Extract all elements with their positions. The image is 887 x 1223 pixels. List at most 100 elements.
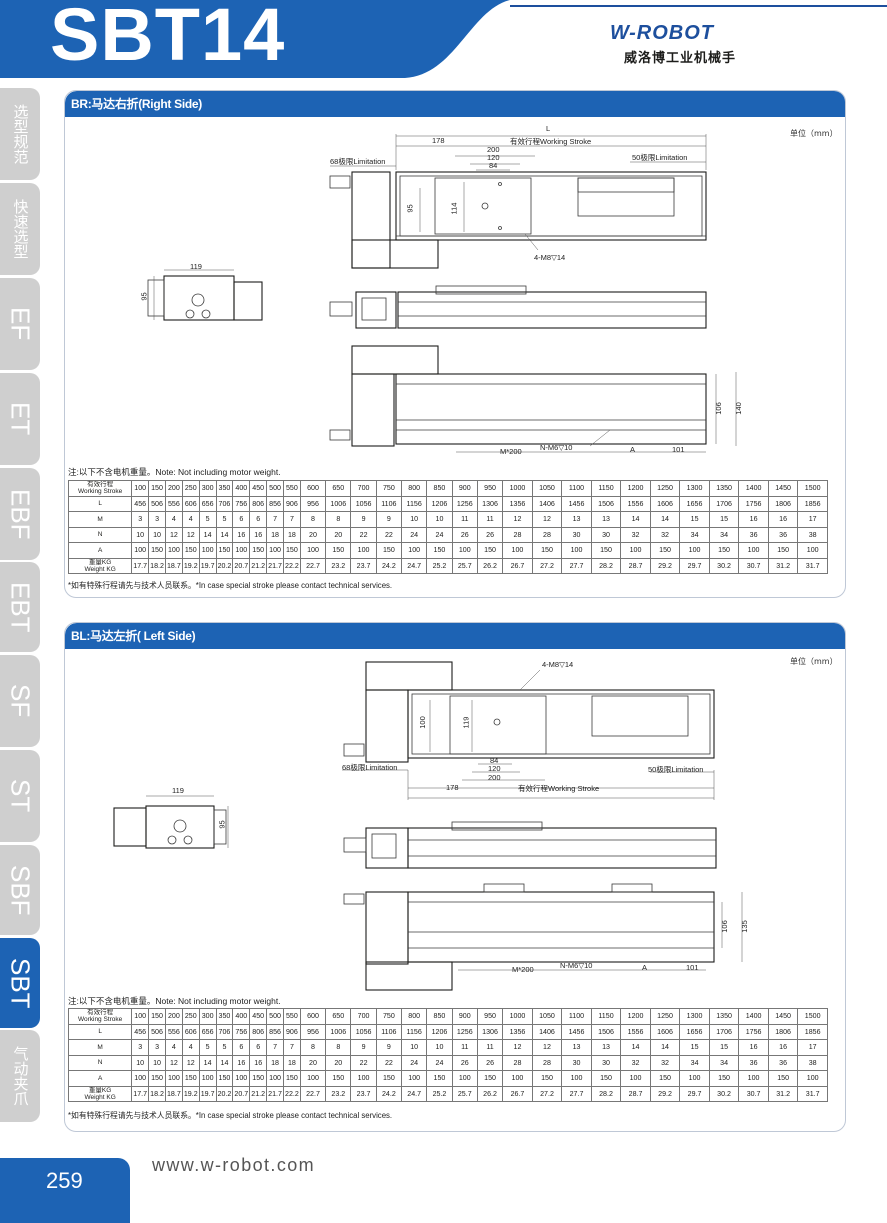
table-cell: 100 bbox=[401, 1070, 428, 1087]
sidebar-tab-4[interactable]: EBF bbox=[0, 468, 40, 560]
table-cell: 150 bbox=[590, 542, 622, 559]
table-cell: 34 bbox=[708, 526, 740, 543]
table-cell: 1006 bbox=[325, 495, 352, 512]
table-cell: 100 bbox=[620, 1070, 651, 1087]
table-cell: 3 bbox=[148, 1039, 166, 1056]
table-cell: 656 bbox=[198, 495, 217, 512]
sidebar-tab-5[interactable]: EBT bbox=[0, 562, 40, 652]
table-cell: 100 bbox=[232, 1070, 251, 1087]
table-cell: 1400 bbox=[738, 480, 769, 497]
table-cell: 100 bbox=[401, 542, 428, 559]
table-cell: 100 bbox=[131, 1008, 150, 1025]
sidebar-tab-10[interactable]: 气动夹爪 bbox=[0, 1030, 40, 1122]
table-cell: 5 bbox=[198, 1039, 217, 1056]
table-cell: 24.7 bbox=[401, 557, 428, 574]
table-cell: 16 bbox=[232, 526, 251, 543]
table-cell: 100 bbox=[198, 542, 217, 559]
table-cell: 550 bbox=[282, 480, 301, 497]
sidebar-tab-3[interactable]: ET bbox=[0, 373, 40, 465]
table-cell: 28.7 bbox=[620, 557, 651, 574]
table-cell: 18 bbox=[266, 526, 284, 543]
table-cell: 100 bbox=[797, 542, 828, 559]
table-cell: 1350 bbox=[708, 1008, 740, 1025]
dim-95b-label: 95 bbox=[139, 292, 149, 301]
table-cell: 14 bbox=[198, 1054, 217, 1071]
sidebar-tab-7[interactable]: ST bbox=[0, 750, 40, 842]
unit-label: 单位（mm） bbox=[790, 657, 838, 666]
sidebar-tab-9[interactable]: SBT bbox=[0, 938, 40, 1028]
table-cell: 23.7 bbox=[350, 1085, 377, 1102]
table-cell: 26 bbox=[451, 526, 478, 543]
m-pitch-label: M*200 bbox=[500, 447, 522, 456]
table-cell: 1206 bbox=[426, 495, 453, 512]
table-cell: 12 bbox=[164, 526, 183, 543]
table-cell: 30 bbox=[590, 1054, 622, 1071]
table-cell: 20 bbox=[325, 526, 352, 543]
table-cell: 23.2 bbox=[325, 557, 352, 574]
table-cell: 10 bbox=[131, 526, 150, 543]
sidebar-tab-0[interactable]: 选型规范 bbox=[0, 88, 40, 180]
limit-68-label: 68极限Limitation bbox=[342, 763, 398, 772]
dim-101-label: 101 bbox=[672, 445, 685, 454]
sidebar-tab-label: EBT bbox=[5, 581, 36, 633]
sidebar-tab-2[interactable]: EF bbox=[0, 278, 40, 370]
table-cell: 29.7 bbox=[679, 1085, 710, 1102]
table-cell: 600 bbox=[299, 480, 327, 497]
table-cell: 350 bbox=[215, 1008, 234, 1025]
table-cell: 16 bbox=[767, 1039, 799, 1056]
table-cell: 150 bbox=[282, 1070, 301, 1087]
sidebar-tab-6[interactable]: SF bbox=[0, 655, 40, 747]
table-cell: 6 bbox=[249, 1039, 268, 1056]
table-cell: 600 bbox=[299, 1008, 327, 1025]
table-cell: 1300 bbox=[679, 1008, 710, 1025]
table-cell: 1306 bbox=[476, 495, 504, 512]
table-cell: 28.2 bbox=[590, 1085, 622, 1102]
table-cell: 750 bbox=[375, 480, 403, 497]
table-cell: 800 bbox=[401, 480, 428, 497]
table-cell: 150 bbox=[181, 1070, 200, 1087]
table-cell: 1406 bbox=[531, 1023, 563, 1040]
table-cell: 24 bbox=[401, 1054, 428, 1071]
table-cell: 11 bbox=[476, 1039, 504, 1056]
table-cell: 13 bbox=[561, 511, 592, 528]
table-cell: 100 bbox=[797, 1070, 828, 1087]
table-cell: 23.7 bbox=[350, 557, 377, 574]
table-cell: 8 bbox=[325, 511, 352, 528]
unit-label: 单位（mm） bbox=[790, 129, 838, 138]
table-cell: 4 bbox=[181, 511, 200, 528]
dim-114-label: 114 bbox=[449, 202, 459, 215]
table-cell: 32 bbox=[649, 526, 681, 543]
table-cell: 11 bbox=[451, 511, 478, 528]
table-cell: 100 bbox=[561, 1070, 592, 1087]
table-cell: 31.7 bbox=[797, 557, 828, 574]
dim-178-label: 178 bbox=[432, 136, 445, 145]
table-cell: 100 bbox=[561, 542, 592, 559]
sidebar-tab-1[interactable]: 快速选型 bbox=[0, 183, 40, 275]
header-banner bbox=[0, 0, 887, 78]
table-cell: 28.7 bbox=[620, 1085, 651, 1102]
table-cell: 150 bbox=[375, 1070, 403, 1087]
table-cell: 1450 bbox=[767, 1008, 799, 1025]
dim-95-label: 95 bbox=[217, 820, 227, 829]
table-cell: 1656 bbox=[679, 1023, 710, 1040]
table-cell: 150 bbox=[708, 1070, 740, 1087]
table-cell: 250 bbox=[181, 480, 200, 497]
special-stroke-footnote: *如有特殊行程请先与技术人员联系。*In case special stroke… bbox=[68, 581, 393, 590]
dim-95-label: 95 bbox=[405, 204, 415, 213]
table-cell: 1706 bbox=[708, 1023, 740, 1040]
page-number: 259 bbox=[46, 1168, 83, 1193]
table-cell: 700 bbox=[350, 480, 377, 497]
table-cell: 21.7 bbox=[266, 1085, 284, 1102]
a-label: A bbox=[642, 963, 648, 972]
table-cell: 150 bbox=[649, 542, 681, 559]
sidebar-tab-8[interactable]: SBF bbox=[0, 845, 40, 935]
dim-100-label: 100 bbox=[417, 716, 427, 729]
table-cell: 29.2 bbox=[649, 557, 681, 574]
table-cell: 18 bbox=[282, 1054, 301, 1071]
